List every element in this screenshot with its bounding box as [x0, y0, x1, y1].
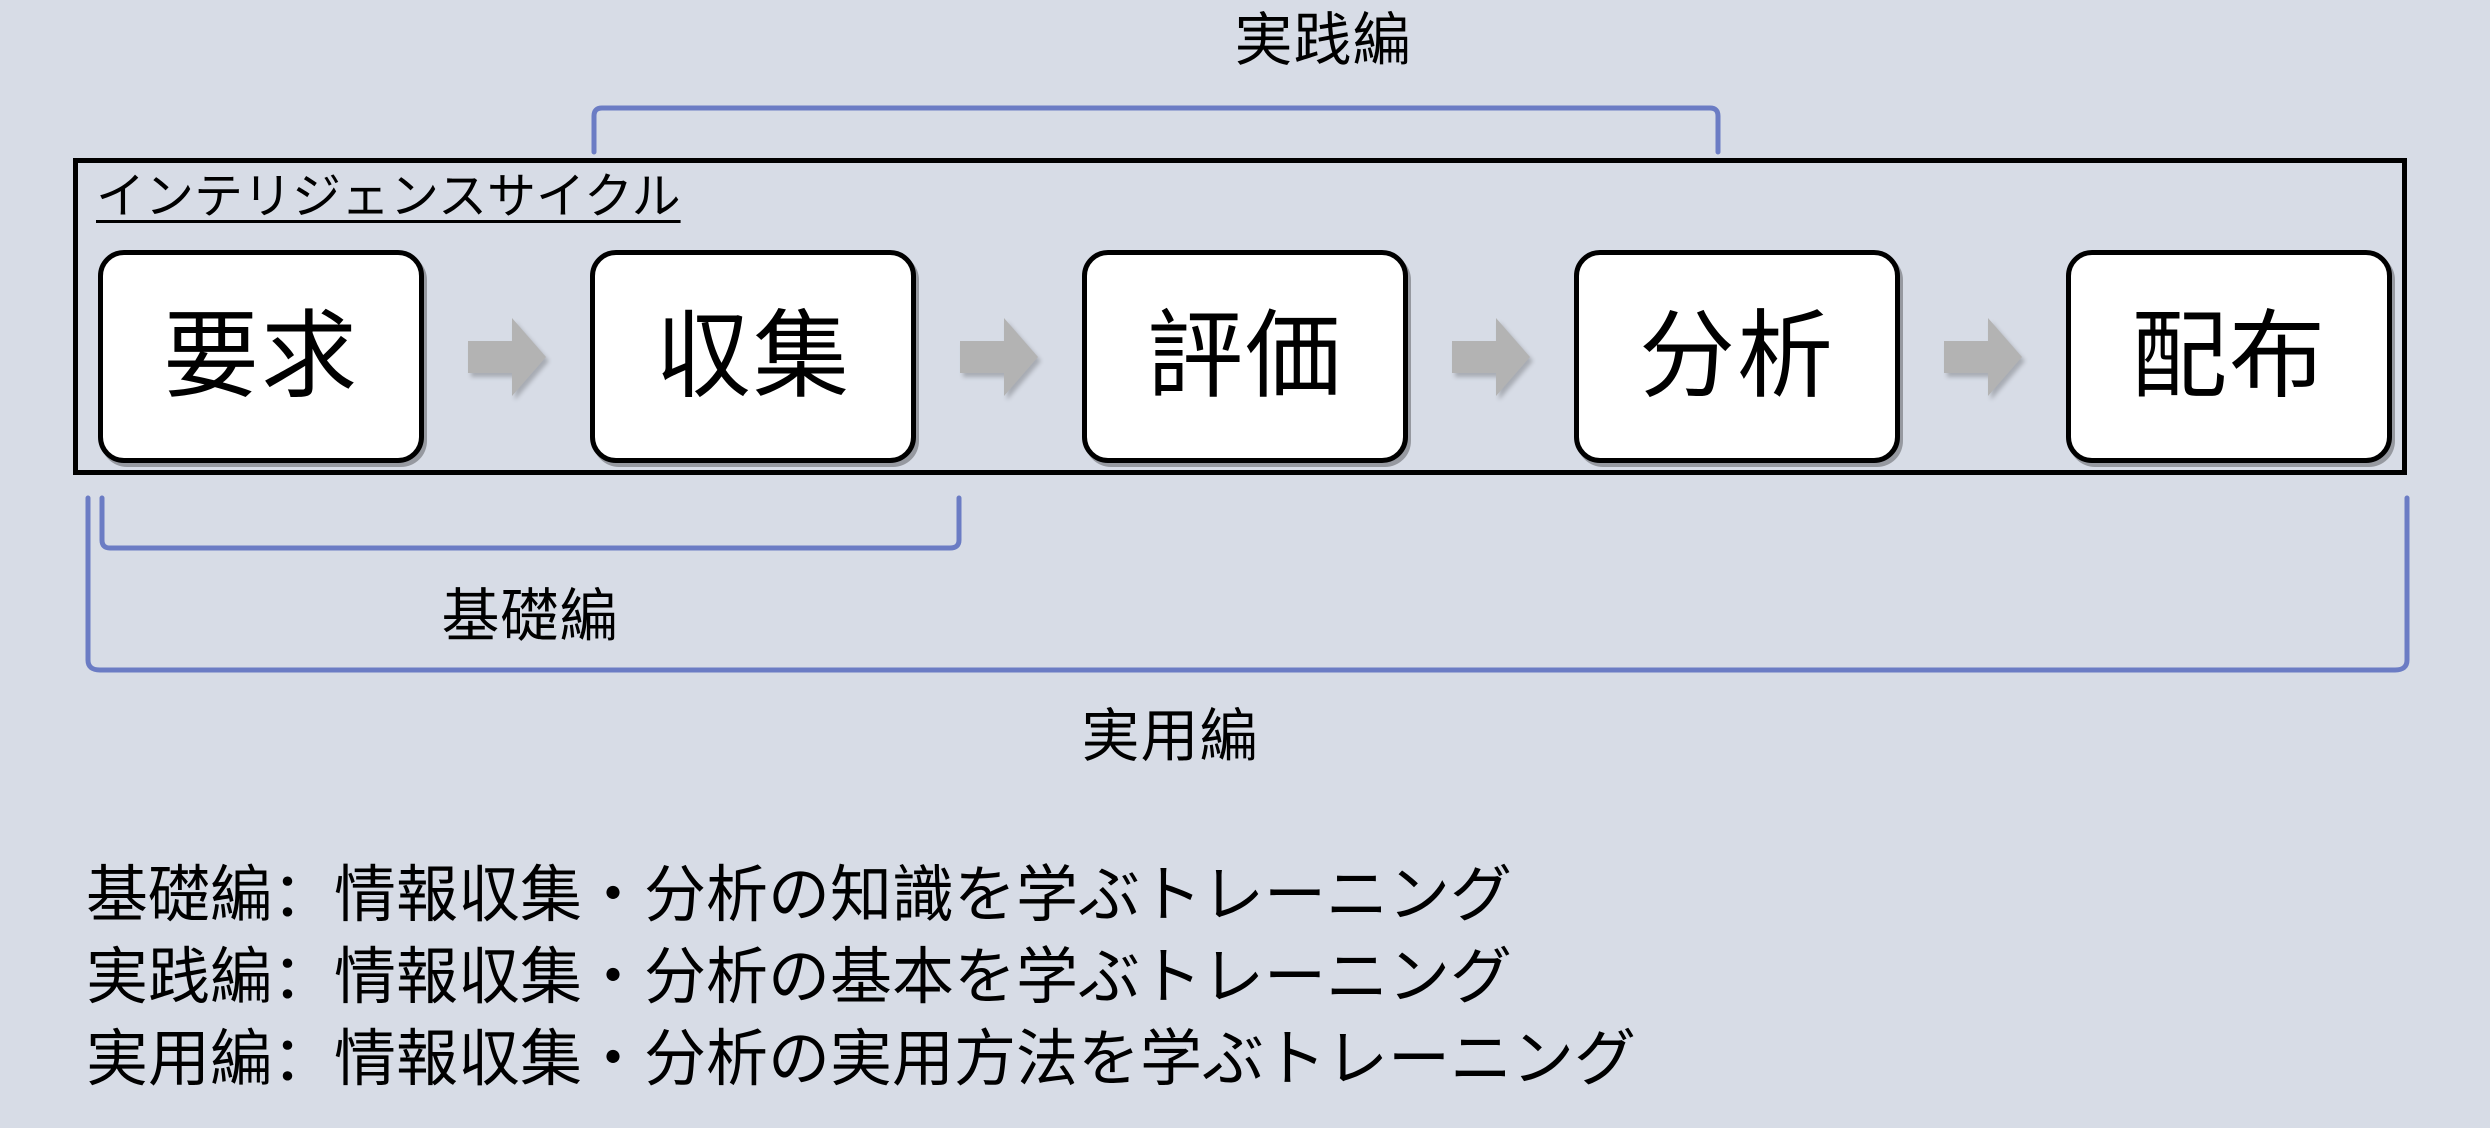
legend-line-3: 実用編：情報収集・分析の実用方法を学ぶトレーニング [86, 1025, 1637, 1094]
right-arrow-icon [1944, 317, 2022, 396]
arrow-gap-3 [1442, 250, 1540, 463]
arrow-gap-2 [950, 250, 1048, 463]
intelligence-cycle-title: インテリジェンスサイクル [96, 170, 681, 224]
bracket-label-jissen-text: 実践編 [1234, 8, 1412, 73]
bracket-label-kiso: 基礎編 [330, 582, 730, 652]
stage-row: 要求 収集 評価 [98, 249, 2392, 464]
right-arrow-icon [1452, 317, 1530, 396]
stage-label-4: 分析 [1639, 302, 1835, 410]
arrow-gap-4 [1934, 250, 2032, 463]
right-arrow-icon [960, 317, 1038, 396]
stage-label-5: 配布 [2131, 302, 2327, 410]
stage-box-4[interactable]: 分析 [1574, 250, 1900, 463]
stage-box-5[interactable]: 配布 [2066, 250, 2392, 463]
legend-line-2: 実践編：情報収集・分析の基本を学ぶトレーニング [86, 943, 1513, 1012]
bracket-label-jitsuyou: 実用編 [970, 702, 1370, 772]
legend-line-1: 基礎編：情報収集・分析の知識を学ぶトレーニング [86, 861, 1513, 930]
arrow-gap-1 [458, 250, 556, 463]
bracket-kiso-path [99, 495, 962, 551]
stage-box-1[interactable]: 要求 [98, 250, 424, 463]
intelligence-cycle-box: インテリジェンスサイクル 要求 収集 評価 [73, 158, 2407, 475]
stage-box-2[interactable]: 収集 [590, 250, 916, 463]
bracket-label-jissen: 実践編 [0, 6, 2490, 76]
bracket-jissen-path [591, 105, 1721, 155]
legend-block: 基礎編：情報収集・分析の知識を学ぶトレーニング 実践編：情報収集・分析の基本を学… [86, 855, 2386, 1101]
bracket-label-kiso-text: 基礎編 [441, 584, 619, 649]
stage-label-3: 評価 [1147, 302, 1343, 410]
bracket-label-jitsuyou-text: 実用編 [1081, 704, 1259, 769]
stage-label-2: 収集 [655, 302, 851, 410]
stage-box-3[interactable]: 評価 [1082, 250, 1408, 463]
stage-label-1: 要求 [163, 302, 359, 410]
right-arrow-icon [468, 317, 546, 396]
